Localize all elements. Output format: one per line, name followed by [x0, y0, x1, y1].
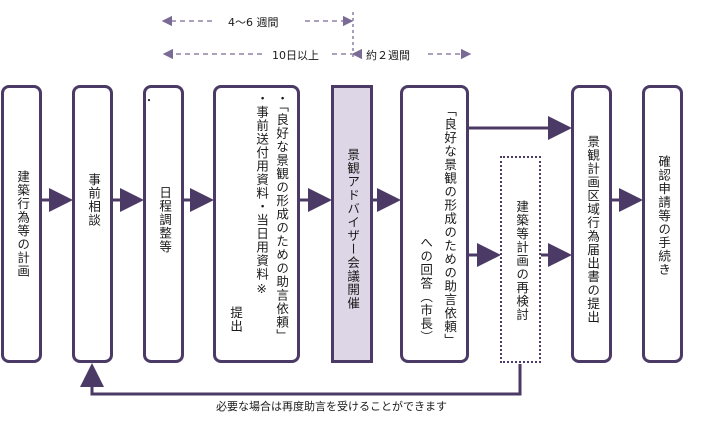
step-confirm-application [642, 85, 683, 363]
step-schedule-label: 日程調整等 [157, 186, 173, 254]
step-schedule-dot: ・ [144, 96, 154, 107]
step-plan-review [500, 156, 541, 363]
step-notification-label: 景観計画区域行為届出書の提出 [585, 135, 601, 324]
timeline-label-4-6-weeks: 4～6 週間 [228, 16, 279, 29]
step-confirm-application-label: 確認申請等の手続き [656, 155, 672, 277]
step-request-line3: 提出 [228, 306, 244, 333]
step-pre-consult [72, 85, 113, 363]
step-building-plan [1, 85, 42, 363]
step-pre-consult-label: 事前相談 [86, 173, 102, 227]
step-building-plan-label: 建築行為等の計画 [15, 170, 31, 278]
re-advice-note: 必要な場合は再度助言を受けることができます [216, 400, 447, 413]
step-answer-line2: への回答（市長） [418, 236, 434, 344]
step-request-line2: ・事前送付用資料・当日用資料※ [254, 92, 270, 297]
step-advice-request [213, 85, 300, 363]
step-plan-review-label: 建築等計画の再検討 [514, 200, 530, 322]
step-schedule [143, 85, 184, 363]
step-advisor-meeting [331, 85, 373, 363]
timeline-label-2-weeks: 約２週間 [366, 49, 410, 62]
timeline-label-10-days: 10日以上 [272, 49, 319, 62]
step-advisor-meeting-label: 景観アドバイザー会議開催 [345, 148, 361, 310]
step-notification [571, 85, 612, 363]
step-answer [400, 85, 469, 363]
step-answer-line1: 「良好な景観の形成のための助言依頼」 [442, 104, 458, 347]
step-request-line1: ・「良好な景観の形成のための助言依頼」 [274, 92, 290, 343]
return-loop-arrow [80, 363, 522, 396]
